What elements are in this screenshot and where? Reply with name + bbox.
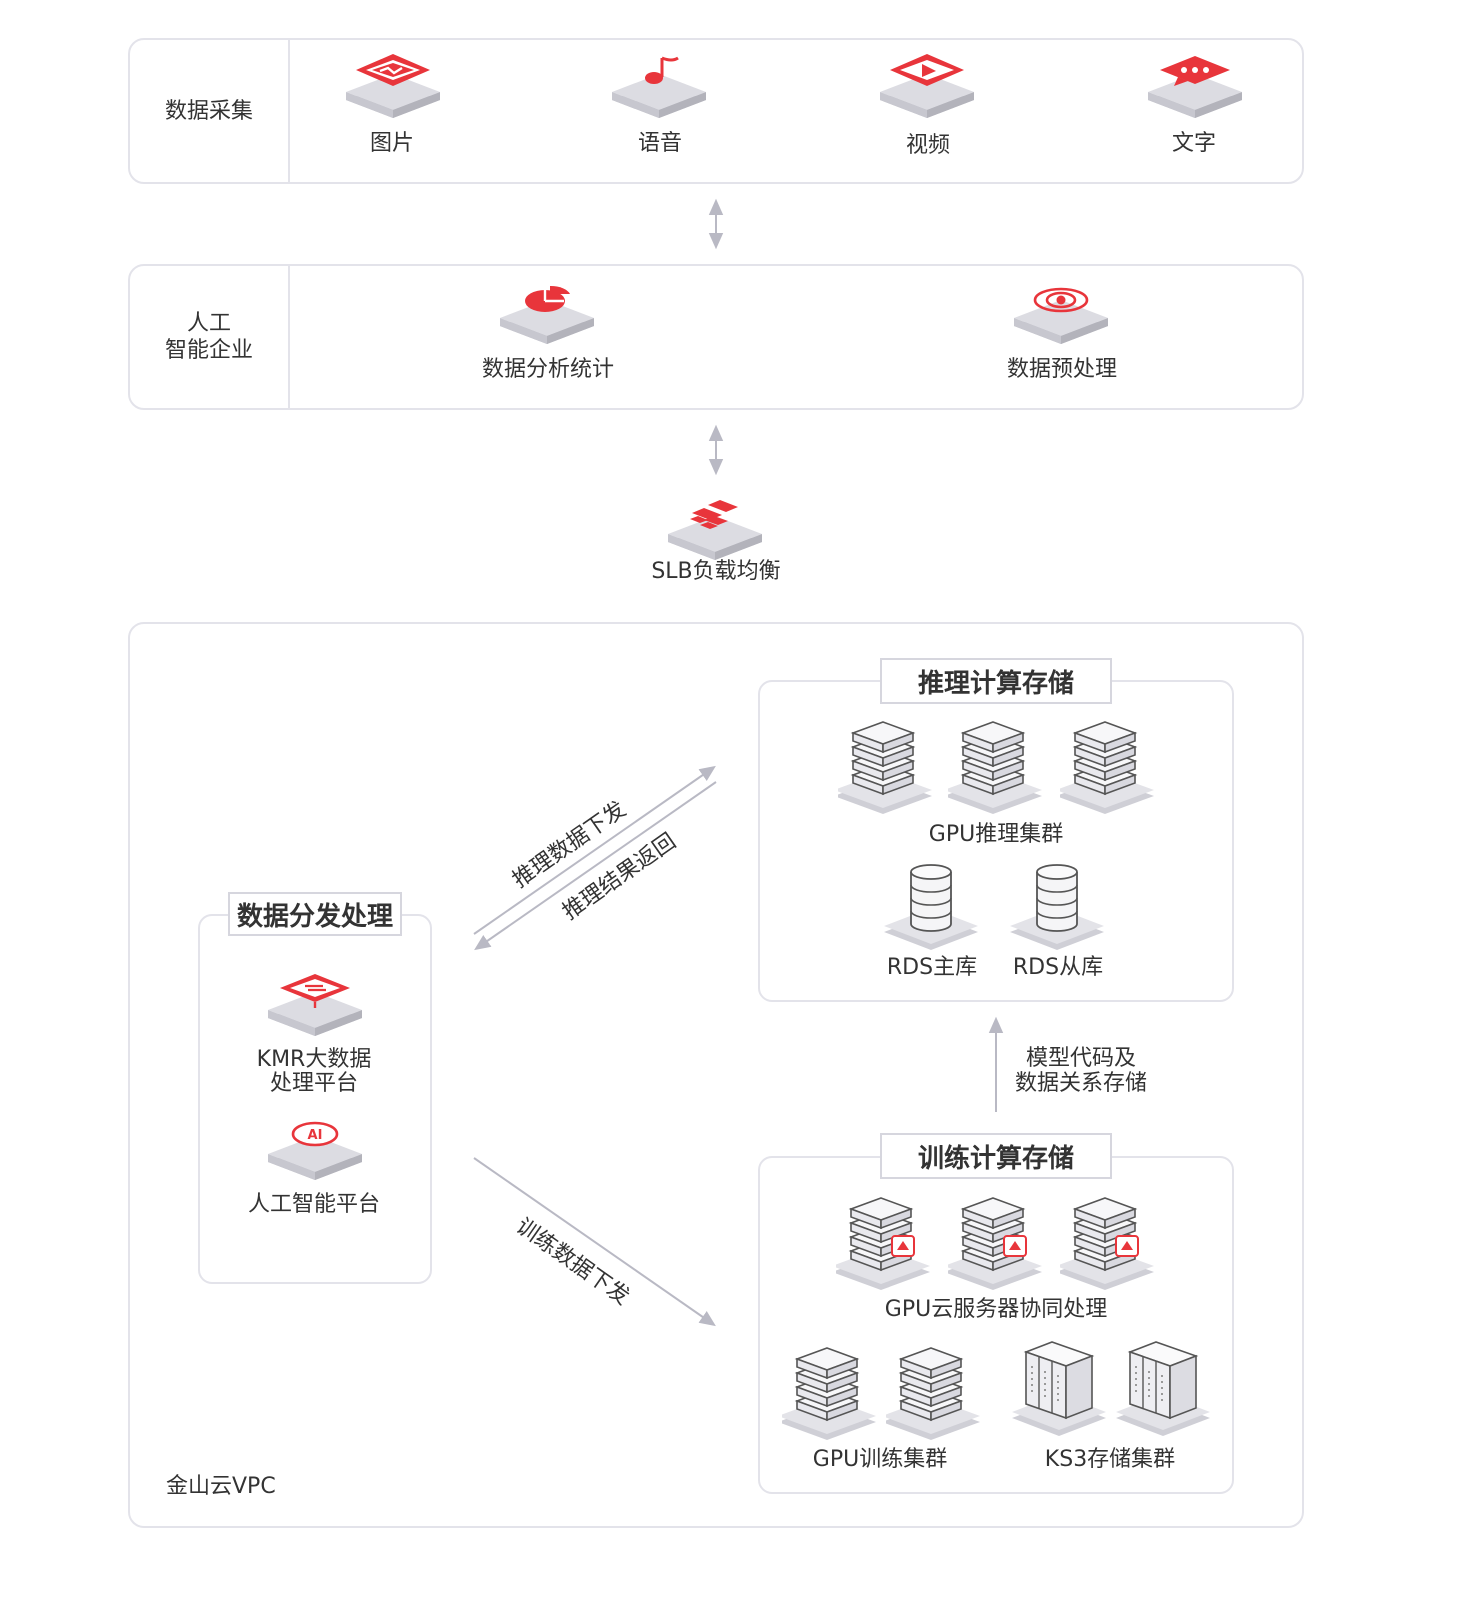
svg-text:AI: AI bbox=[308, 1128, 323, 1143]
training-title: 训练计算存储 bbox=[880, 1133, 1112, 1179]
slb-label: SLB负载均衡 bbox=[651, 559, 781, 584]
video-label: 视频 bbox=[905, 133, 950, 158]
dispatch-title: 数据分发处理 bbox=[228, 892, 402, 936]
audio-label: 语音 bbox=[637, 131, 682, 156]
video-icon bbox=[880, 54, 974, 118]
data-preprocess-label: 数据预处理 bbox=[1006, 357, 1117, 382]
vpc-label: 金山云VPC bbox=[166, 1474, 276, 1499]
inference-title: 推理计算存储 bbox=[880, 658, 1112, 704]
ai-platform-icon: AI bbox=[268, 1121, 362, 1180]
image-icon bbox=[346, 54, 440, 118]
kmr-platform-icon bbox=[268, 974, 362, 1036]
infer-down-arrow bbox=[473, 765, 716, 935]
image-label: 图片 bbox=[369, 131, 414, 156]
gpu-train-label: GPU训练集群 bbox=[812, 1447, 948, 1472]
ai-company-label: 人工智能企业 bbox=[130, 266, 290, 408]
pie-chart-icon bbox=[500, 285, 594, 344]
gpu-inference-label: GPU推理集群 bbox=[928, 822, 1064, 847]
data-collection-row: 数据采集 bbox=[128, 38, 1304, 184]
text-label: 文字 bbox=[1171, 131, 1216, 156]
ai-company-row: 人工智能企业 bbox=[128, 264, 1304, 410]
audio-icon bbox=[612, 56, 706, 118]
load-balancer-icon bbox=[668, 500, 762, 560]
eye-process-icon bbox=[1014, 287, 1108, 344]
rds-slave-label: RDS从库 bbox=[1012, 955, 1104, 980]
data-collection-label: 数据采集 bbox=[130, 40, 290, 182]
ks3-label: KS3存储集群 bbox=[1044, 1447, 1176, 1472]
train-down-arrow bbox=[473, 1157, 716, 1327]
chat-text-icon bbox=[1148, 56, 1242, 118]
kmr-label: KMR大数据处理平台 bbox=[256, 1047, 372, 1096]
rds-master-label: RDS主库 bbox=[886, 955, 978, 980]
model-store-label: 模型代码及数据关系存储 bbox=[1014, 1046, 1147, 1096]
gpu-cloud-label: GPU云服务器协同处理 bbox=[884, 1297, 1108, 1322]
infer-return-arrow bbox=[474, 781, 717, 951]
ai-platform-label: 人工智能平台 bbox=[247, 1192, 380, 1217]
data-analysis-label: 数据分析统计 bbox=[481, 357, 614, 382]
